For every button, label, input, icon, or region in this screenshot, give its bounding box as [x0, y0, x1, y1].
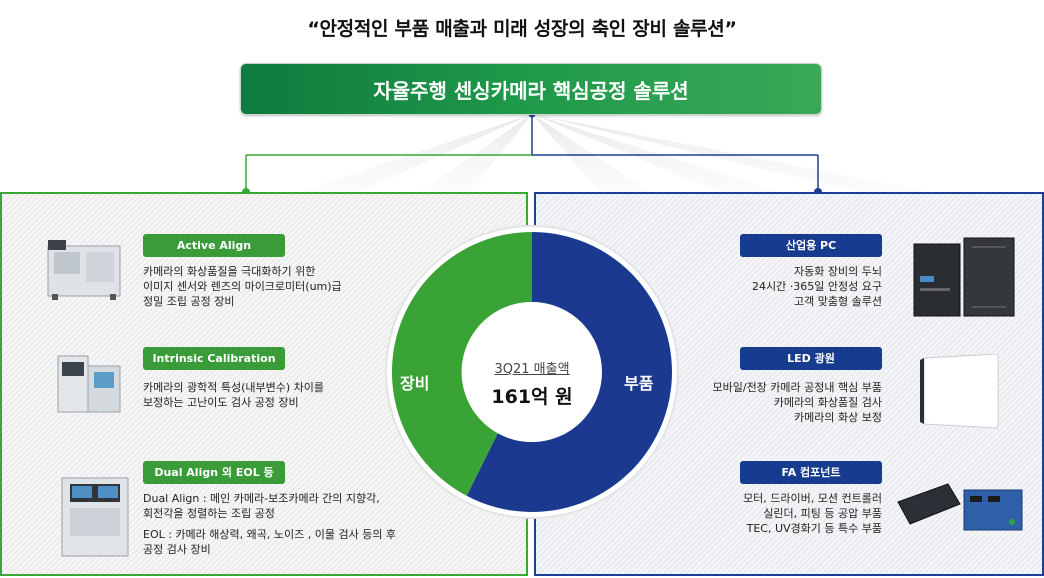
sales-donut-chart: [385, 225, 679, 519]
description-line: 자동화 장비의 두뇌: [794, 265, 882, 278]
description-line: 카메라의 화상품질 검사: [773, 396, 882, 409]
segment-parts: [466, 232, 672, 512]
fa-component-description: 모터, 드라이버, 모션 컨트롤러 실린더, 피팅 등 공압 부품 TEC, U…: [743, 491, 882, 536]
dual-align-eol-badge: Dual Align 외 EOL 등: [143, 461, 285, 484]
equipment-segment-label: 장비: [400, 374, 430, 393]
description-line: 카메라의 화상품질을 극대화하기 위한: [143, 265, 316, 278]
intrinsic-calibration-badge: Intrinsic Calibration: [143, 347, 285, 370]
led-light-image: [918, 353, 1004, 432]
headline: “안정적인 부품 매출과 미래 성장의 축인 장비 솔루션”: [307, 18, 737, 40]
segment-equipment: [391, 232, 532, 496]
fa-component-badge: FA 컴포넌트: [740, 461, 882, 484]
active-align-badge: Active Align: [143, 234, 285, 257]
light-ray: [300, 114, 532, 192]
description-line: 이미지 센서와 렌즈의 마이크로미터(um)급: [143, 280, 342, 293]
dual-align-eol-description: Dual Align : 메인 카메라-보조카메라 간의 지향각, 회전각을 정…: [143, 491, 396, 557]
led-light-description: 모바일/전장 카메라 공정내 핵심 부품 카메라의 화상품질 검사 카메라의 화…: [713, 380, 883, 425]
description-line: 공정 검사 장비: [143, 543, 211, 556]
description-line: 카메라의 광학적 특성(내부변수) 차이를: [143, 381, 324, 394]
light-ray: [532, 114, 780, 192]
description-line: 카메라의 화상 보정: [794, 411, 882, 424]
description-line: Dual Align : 메인 카메라-보조카메라 간의 지향각,: [143, 492, 380, 505]
description-line: TEC, UV경화기 등 특수 부품: [746, 522, 882, 535]
light-ray: [420, 114, 532, 192]
intrinsic-calibration-description: 카메라의 광학적 특성(내부변수) 차이를 보정하는 고난이도 검사 공정 장비: [143, 380, 324, 410]
description-line: 모터, 드라이버, 모션 컨트롤러: [743, 492, 882, 505]
dual-align-machine-image: [54, 472, 136, 560]
active-align-description: 카메라의 화상품질을 극대화하기 위한 이미지 센서와 렌즈의 마이크로미터(u…: [143, 264, 342, 309]
description-line: 고객 맞춤형 솔루션: [794, 295, 882, 308]
sales-title: 3Q21 매출액: [494, 362, 570, 377]
fa-component-image: [894, 476, 1028, 538]
description-line: 정밀 조립 공정 장비: [143, 295, 235, 308]
industrial-pc-description: 자동화 장비의 두뇌 24시간 ·365일 안정성 요구 고객 맞춤형 솔루션: [752, 264, 882, 309]
solution-banner: 자율주행 센싱카메라 핵심공정 솔루션: [240, 63, 822, 115]
light-ray: [532, 114, 930, 192]
led-light-badge: LED 광원: [740, 347, 882, 370]
description-line: 회전각을 정렬하는 조립 공정: [143, 507, 275, 520]
light-ray: [532, 114, 650, 192]
description-line: 모바일/전장 카메라 공정내 핵심 부품: [712, 381, 883, 394]
active-align-machine-image: [44, 238, 124, 300]
description-line: 보정하는 고난이도 검사 공정 장비: [143, 396, 299, 409]
industrial-pc-badge: 산업용 PC: [740, 234, 882, 257]
sales-value: 161억 원: [491, 386, 573, 408]
description-line: 실린더, 피팅 등 공압 부품: [763, 507, 882, 520]
parts-segment-label: 부품: [624, 374, 654, 393]
description-line: 24시간 ·365일 안정성 요구: [752, 280, 882, 293]
industrial-pc-image: [912, 236, 1018, 320]
calibration-machine-image: [48, 352, 126, 418]
description-line: EOL : 카메라 해상력, 왜곡, 노이즈 , 이물 검사 등의 후: [143, 528, 397, 541]
